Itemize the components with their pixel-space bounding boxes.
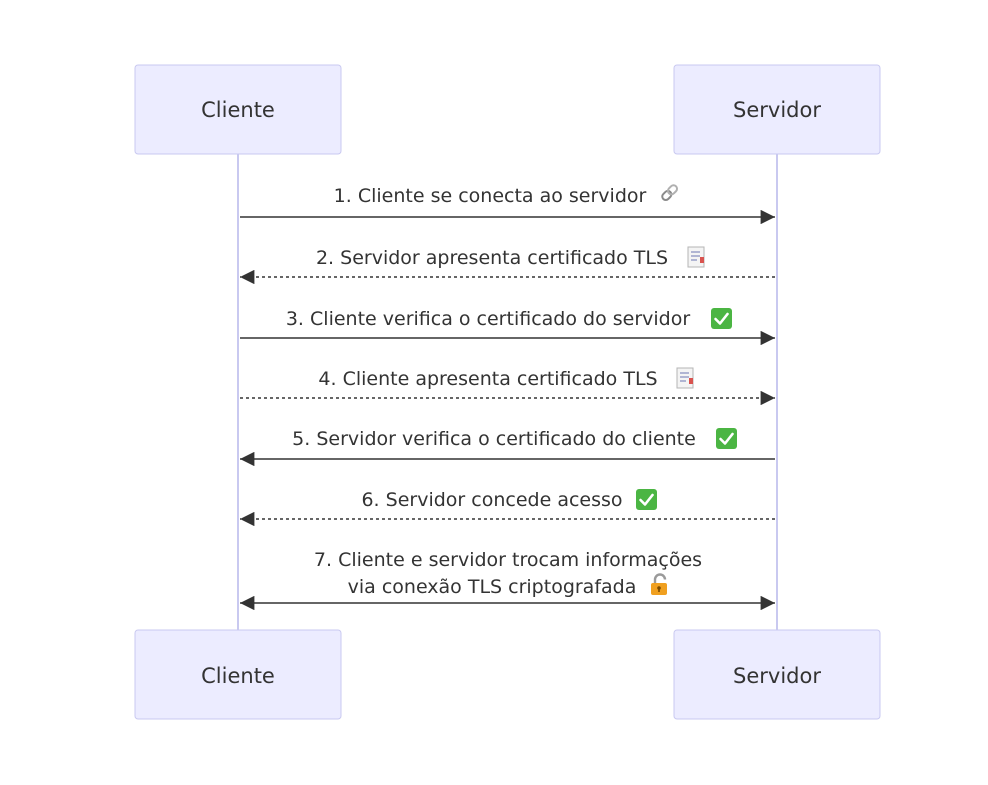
message-3: 3. Cliente verifica o certificado do ser… (240, 308, 775, 346)
check-icon (636, 489, 657, 510)
message-2: 2. Servidor apresenta certificado TLS (240, 246, 775, 285)
actor-label: Cliente (201, 664, 275, 688)
message-text: 5. Servidor verifica o certificado do cl… (292, 428, 696, 450)
actor-label: Cliente (201, 98, 275, 122)
check-icon (716, 428, 737, 449)
actor-servidor-top: Servidor (673, 64, 881, 155)
message-text: 2. Servidor apresenta certificado TLS (316, 247, 668, 269)
check-icon (711, 308, 732, 329)
actor-cliente-bottom: Cliente (134, 629, 342, 720)
certificate-icon (687, 246, 705, 268)
message-text: 1. Cliente se conecta ao servidor (334, 185, 647, 207)
message-4: 4. Cliente apresenta certificado TLS (240, 367, 775, 406)
lock-icon (651, 573, 667, 595)
message-1: 1. Cliente se conecta ao servidor (240, 184, 775, 225)
actor-label: Servidor (733, 664, 821, 688)
message-text: 4. Cliente apresenta certificado TLS (318, 368, 657, 390)
message-6: 6. Servidor concede acesso (240, 489, 775, 527)
link-icon (661, 184, 679, 202)
message-7: 7. Cliente e servidor trocam informações… (240, 549, 775, 611)
message-5: 5. Servidor verifica o certificado do cl… (240, 428, 775, 467)
certificate-icon (676, 367, 694, 389)
actor-servidor-bottom: Servidor (673, 629, 881, 720)
message-text: 7. Cliente e servidor trocam informações (314, 549, 702, 571)
message-text: 3. Cliente verifica o certificado do ser… (286, 308, 690, 330)
actor-label: Servidor (733, 98, 821, 122)
actor-cliente-top: Cliente (134, 64, 342, 155)
message-text-line-2: via conexão TLS criptografada (348, 576, 637, 598)
message-text: 6. Servidor concede acesso (361, 489, 622, 511)
